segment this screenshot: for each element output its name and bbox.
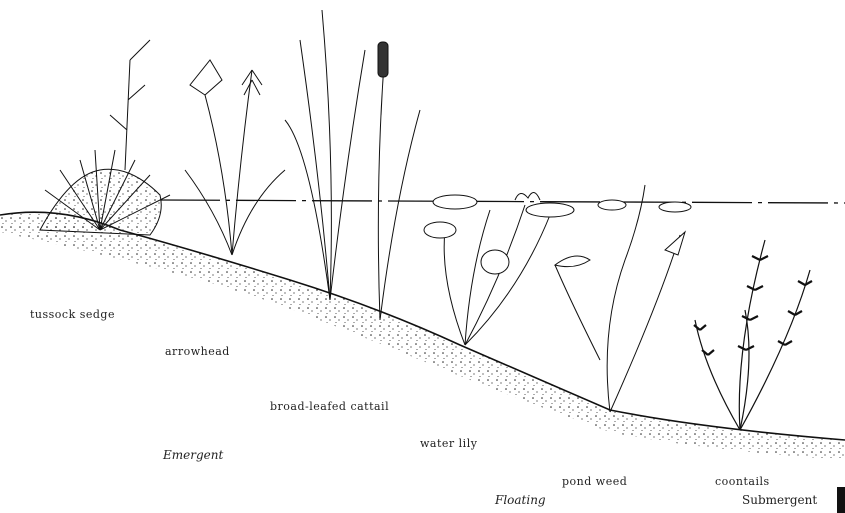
zone-submergent: Submergent [742,493,817,507]
label-pond-weed: pond weed [562,475,627,488]
zone-emergent: Emergent [163,448,223,462]
coontail-plant [694,240,812,430]
zone-floating: Floating [495,493,546,507]
label-tussock-sedge: tussock sedge [30,308,115,321]
water-surface-line [160,200,845,203]
pond-bank [0,212,845,460]
pond-weed-plant [555,185,691,412]
label-coontails: coontails [715,475,770,488]
cattail-plants [285,10,420,320]
arrowhead-plant [185,60,285,255]
label-broad-leafed-cattail: broad-leafed cattail [270,400,389,413]
edge-marker [837,487,845,513]
label-arrowhead: arrowhead [165,345,230,358]
tussock-sedge-plant [40,40,170,235]
label-water-lily: water lily [420,437,477,450]
water-lily-plant [424,192,574,345]
